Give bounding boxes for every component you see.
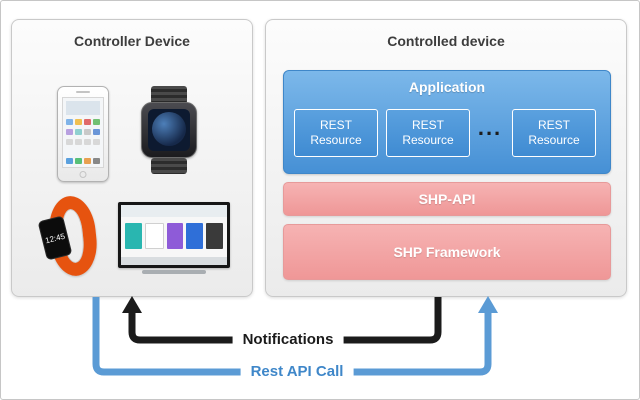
notifications-arrowhead: [122, 296, 142, 313]
rest-resource-label: REST: [537, 118, 570, 132]
phone-dock-row: [66, 158, 100, 164]
tv-screen-header: [121, 205, 227, 217]
tv-screen: [121, 205, 227, 265]
rest-api-arrowhead: [478, 296, 498, 313]
watch-band-bottom: [151, 158, 187, 174]
shp-framework-box: SHP Framework: [283, 224, 611, 280]
rest-api-call-label: Rest API Call: [240, 362, 354, 381]
tv-frame: [118, 202, 230, 268]
rest-resource-box: REST Resource: [512, 109, 596, 157]
controller-panel-title: Controller Device: [74, 33, 190, 49]
phone-speaker: [76, 91, 90, 93]
rest-resource-label: REST: [319, 118, 352, 132]
tv-stand: [142, 270, 206, 274]
smartphone-image: [57, 86, 109, 182]
fitness-band-time: 12:45: [44, 231, 66, 245]
controlled-device-panel: Controlled device Application REST Resou…: [265, 19, 627, 297]
rest-resource-label: REST: [411, 118, 444, 132]
shp-api-box: SHP-API: [283, 182, 611, 216]
phone-app-row: [66, 129, 100, 135]
fitness-band-image: 12:45: [37, 193, 110, 280]
smart-tv-image: [118, 202, 230, 278]
tv-screen-footer: [121, 257, 227, 265]
application-box: Application REST Resource REST Resource …: [283, 70, 611, 174]
watch-band-top: [151, 86, 187, 104]
ellipsis-dots: ...: [477, 115, 503, 140]
watch-screen: [148, 109, 190, 151]
phone-screen-header: [66, 101, 100, 115]
watch-face: [141, 102, 197, 158]
rest-resource-label: Resource: [402, 133, 454, 147]
tv-app-tiles: [125, 223, 223, 249]
phone-screen: [62, 97, 104, 168]
watch-dial: [152, 112, 186, 146]
controller-device-panel: Controller Device: [11, 19, 253, 297]
rest-resource-label: Resource: [528, 133, 580, 147]
notifications-label: Notifications: [232, 330, 344, 349]
rest-resource-label: Resource: [310, 133, 362, 147]
application-title: Application: [408, 79, 486, 95]
rest-resource-box: REST Resource: [386, 109, 470, 157]
smartwatch-image: [140, 86, 198, 174]
controlled-panel-title: Controlled device: [387, 33, 505, 49]
phone-app-row: [66, 139, 100, 145]
rest-resource-box: REST Resource: [294, 109, 378, 157]
phone-app-row: [66, 119, 100, 125]
phone-home-button: [79, 171, 87, 178]
